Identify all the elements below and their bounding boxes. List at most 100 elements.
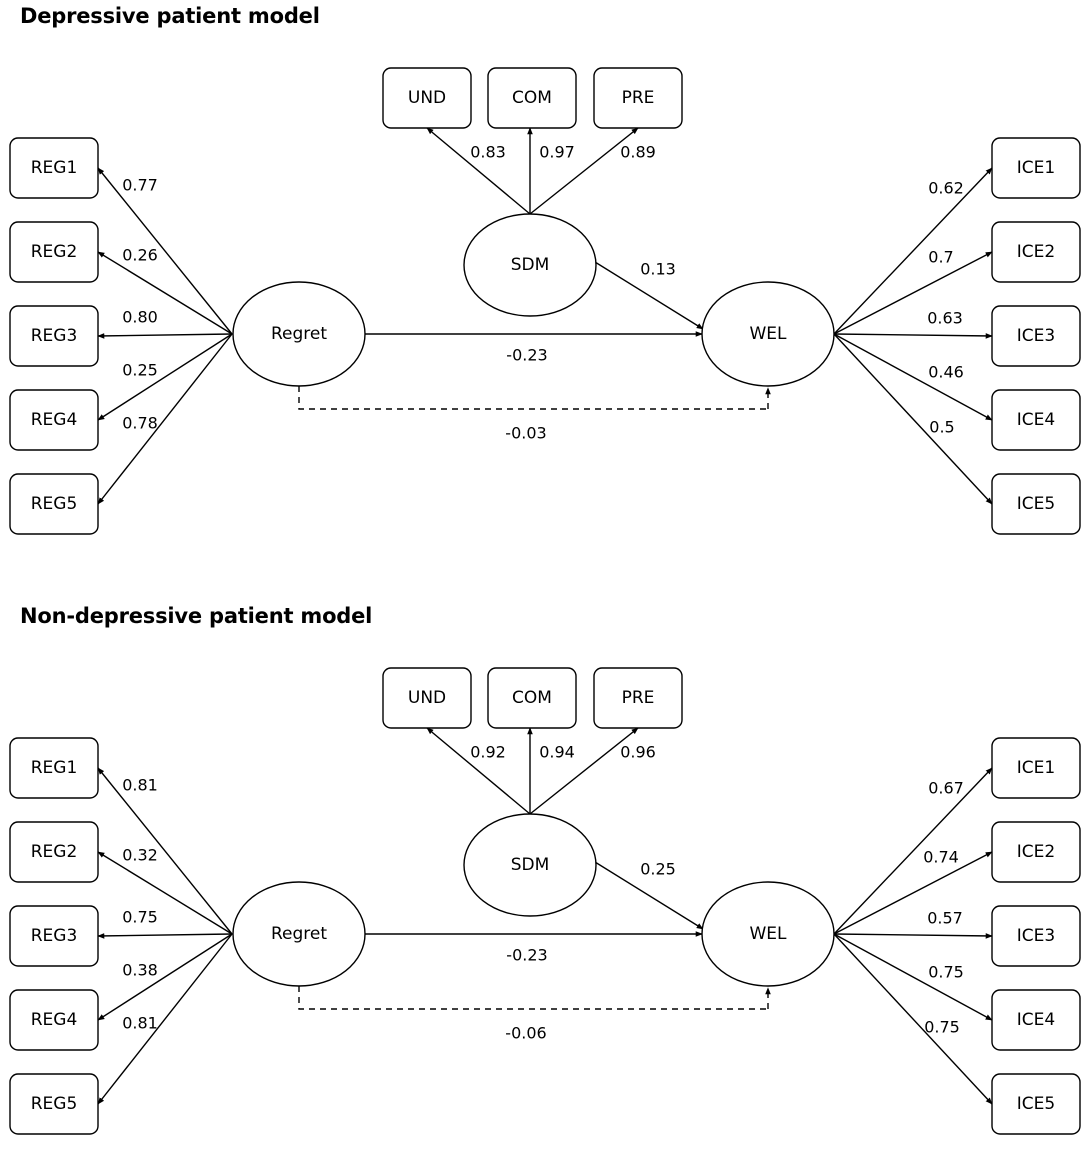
loading-arrow xyxy=(97,851,233,935)
indicator-box xyxy=(487,667,577,729)
indicator-box xyxy=(991,221,1081,283)
loading-arrow xyxy=(97,167,233,335)
loading-arrow xyxy=(426,727,531,815)
loading-value: 0.81 xyxy=(122,776,158,795)
loading-value: 0.83 xyxy=(470,143,506,162)
indicator-box xyxy=(9,821,99,883)
indirect-path xyxy=(298,386,768,410)
indirect-path xyxy=(298,986,768,1010)
loading-value: 0.81 xyxy=(122,1014,158,1033)
loading-arrow xyxy=(97,933,233,939)
indicator-box xyxy=(9,989,99,1051)
latent-sdm-label: SDM xyxy=(511,855,550,875)
indicator-box xyxy=(9,737,99,799)
loading-arrow xyxy=(426,127,531,215)
loading-arrow xyxy=(97,933,233,1105)
loading-arrow xyxy=(529,727,639,815)
indicator-box xyxy=(9,1073,99,1135)
loading-value: 0.7 xyxy=(928,248,953,267)
indicator-box xyxy=(487,67,577,129)
indicator-label: REG3 xyxy=(31,326,78,346)
loading-arrow xyxy=(833,251,993,335)
indicator-label: ICE5 xyxy=(1017,1094,1055,1114)
indicator-box xyxy=(991,737,1081,799)
loading-value: 0.32 xyxy=(122,846,158,865)
panel-title: Depressive patient model xyxy=(20,4,320,28)
indicator-label: REG2 xyxy=(31,842,78,862)
loading-arrow xyxy=(97,333,233,339)
indicator-box xyxy=(9,389,99,451)
indicator-box xyxy=(991,905,1081,967)
loading-value: 0.75 xyxy=(928,963,964,982)
indicator-label: COM xyxy=(512,688,552,708)
indicator-box xyxy=(991,389,1081,451)
loading-value: 0.94 xyxy=(539,743,575,762)
loading-arrow xyxy=(97,251,233,335)
loading-arrow xyxy=(97,933,233,1021)
indicator-box xyxy=(991,137,1081,199)
indicator-label: PRE xyxy=(622,688,655,708)
indicator-label: REG2 xyxy=(31,242,78,262)
latent-wel-label: WEL xyxy=(749,324,787,344)
path-arrow-sdm-wel xyxy=(594,261,704,330)
loading-value: 0.57 xyxy=(927,909,963,928)
loading-arrow xyxy=(833,933,993,1105)
loading-value: 0.46 xyxy=(928,363,964,382)
loading-value: 0.25 xyxy=(122,361,158,380)
loading-value: 0.89 xyxy=(620,143,656,162)
loading-arrow xyxy=(833,933,993,939)
indicator-box xyxy=(382,667,472,729)
latent-wel-label: WEL xyxy=(749,924,787,944)
loading-arrow xyxy=(529,127,639,215)
indicator-box xyxy=(991,989,1081,1051)
indicator-box xyxy=(593,67,683,129)
loading-arrow xyxy=(833,933,993,1021)
indicator-box xyxy=(9,473,99,535)
path-coef-indirect: -0.03 xyxy=(505,424,546,443)
latent-regret-label: Regret xyxy=(271,924,327,944)
indicator-label: ICE5 xyxy=(1017,494,1055,514)
loading-value: 0.67 xyxy=(928,779,964,798)
indicator-label: REG5 xyxy=(31,1094,78,1114)
indicator-label: COM xyxy=(512,88,552,108)
loading-arrow xyxy=(833,333,993,421)
latent-regret-node xyxy=(232,281,366,387)
loading-value: 0.97 xyxy=(539,143,575,162)
latent-wel-node xyxy=(701,881,835,987)
path-arrow-sdm-wel xyxy=(594,861,704,930)
path-coef-indirect: -0.06 xyxy=(505,1024,546,1043)
path-coef-sdm-wel: 0.25 xyxy=(640,860,676,879)
indicator-box xyxy=(9,305,99,367)
loading-arrow xyxy=(833,333,993,505)
latent-regret-node xyxy=(232,881,366,987)
indicator-label: UND xyxy=(408,88,446,108)
indicator-box xyxy=(9,905,99,967)
indicator-label: ICE3 xyxy=(1017,326,1055,346)
latent-regret-label: Regret xyxy=(271,324,327,344)
latent-sdm-node xyxy=(463,213,597,317)
loading-value: 0.96 xyxy=(620,743,656,762)
loading-arrow xyxy=(97,333,233,421)
indicator-label: ICE3 xyxy=(1017,926,1055,946)
indicator-label: REG5 xyxy=(31,494,78,514)
loading-value: 0.92 xyxy=(470,743,506,762)
indicator-box xyxy=(991,473,1081,535)
indicator-label: REG4 xyxy=(31,1010,78,1030)
loading-arrow xyxy=(833,167,993,335)
indicator-label: ICE2 xyxy=(1017,242,1055,262)
loading-value: 0.5 xyxy=(929,418,954,437)
loading-arrow xyxy=(833,333,993,339)
indicator-box xyxy=(382,67,472,129)
indicator-box xyxy=(991,305,1081,367)
loading-arrow xyxy=(97,767,233,935)
loading-value: 0.75 xyxy=(122,908,158,927)
loading-value: 0.38 xyxy=(122,961,158,980)
indicator-label: ICE4 xyxy=(1017,410,1055,430)
indicator-box xyxy=(9,221,99,283)
indicator-label: ICE1 xyxy=(1017,758,1055,778)
path-coef-sdm-wel: 0.13 xyxy=(640,260,676,279)
loading-value: 0.74 xyxy=(923,848,959,867)
